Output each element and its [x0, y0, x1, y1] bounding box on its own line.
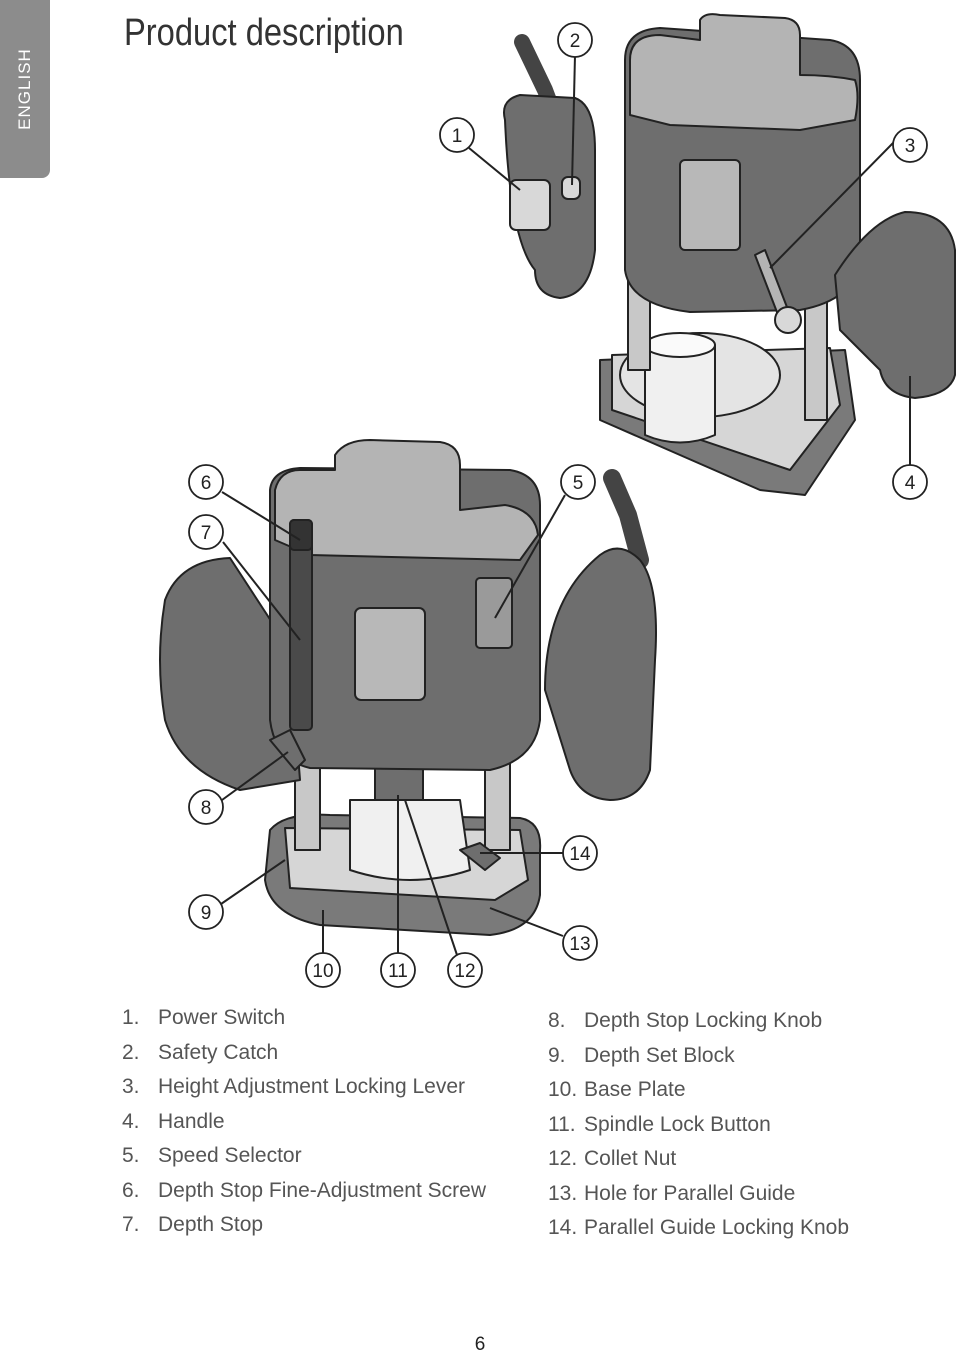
legend-number: 11.	[548, 1112, 576, 1136]
callout-14: 14	[562, 835, 598, 871]
legend-number: 6.	[122, 1178, 140, 1202]
router-top-view	[503, 13, 956, 496]
svg-text:6: 6	[201, 473, 212, 494]
handle-right-bottom	[544, 547, 657, 801]
legend-label: Height Adjustment Locking Lever	[158, 1075, 466, 1098]
legend-label: Depth Stop Fine-Adjustment Screw	[158, 1178, 486, 1202]
legend-label: Depth Stop	[158, 1213, 264, 1236]
legend-number: 3.	[122, 1075, 140, 1098]
svg-text:13: 13	[569, 934, 590, 955]
legend-number: 8.	[548, 1009, 566, 1032]
legend-item: 3. Height Adjustment Locking Lever	[122, 1070, 486, 1105]
legend-item: 1. Power Switch	[122, 1001, 486, 1036]
handle-left-bottom	[159, 557, 301, 791]
safety-catch-shape	[561, 176, 581, 200]
collet-housing-bottom	[349, 799, 471, 881]
svg-text:12: 12	[454, 961, 475, 982]
svg-text:7: 7	[201, 523, 212, 544]
svg-text:14: 14	[569, 844, 591, 865]
callout-8: 8	[188, 789, 224, 825]
legend-item: 11. Spindle Lock Button	[548, 1108, 849, 1143]
svg-text:8: 8	[201, 798, 212, 819]
cylinder-top	[644, 344, 716, 444]
speed-selector-shape	[475, 577, 513, 649]
svg-text:3: 3	[905, 136, 916, 157]
motor-window-top	[679, 159, 741, 251]
svg-text:2: 2	[570, 31, 581, 52]
collet-nut-shape	[374, 764, 424, 801]
callout-markers: 1 2 3 4 5 6 7 8 9 10 11 12 13 14	[188, 22, 928, 988]
legend-label: Parallel Guide Locking Knob	[584, 1216, 850, 1239]
legend-number: 2.	[122, 1040, 140, 1064]
legend-item: 14. Parallel Guide Locking Knob	[548, 1211, 849, 1246]
legend-number: 12.	[548, 1147, 578, 1170]
legend-item: 7. Depth Stop	[122, 1208, 486, 1243]
legend-item: 5. Speed Selector	[122, 1139, 486, 1174]
legend-item: 2. Safety Catch	[122, 1036, 486, 1071]
depth-stop-rod	[289, 519, 313, 731]
power-switch-shape	[509, 179, 551, 231]
legend-label: Hole for Parallel Guide	[584, 1181, 796, 1205]
legend-label: Handle	[158, 1109, 225, 1133]
router-bottom-view	[159, 439, 657, 936]
svg-text:1: 1	[452, 126, 463, 147]
legend-number: 7.	[122, 1213, 140, 1236]
height-lever-knob	[774, 306, 802, 334]
motor-window-bottom	[354, 607, 426, 701]
page-number: 6	[474, 1334, 486, 1355]
svg-text:9: 9	[201, 903, 212, 924]
callout-4: 4	[892, 464, 928, 500]
callout-13: 13	[562, 925, 598, 961]
legend-item: 10. Base Plate	[548, 1073, 849, 1108]
callout-7: 7	[188, 514, 224, 550]
legend-number: 14.	[548, 1216, 578, 1239]
svg-text:10: 10	[312, 961, 333, 982]
legend-item: 4. Handle	[122, 1105, 486, 1140]
legend-label: Spindle Lock Button	[584, 1112, 771, 1136]
parts-legend-left: 1. Power Switch 2. Safety Catch 3. Height A…	[122, 1001, 486, 1243]
column-right-top	[804, 299, 828, 421]
callout-12: 12	[447, 952, 483, 988]
legend-number: 5.	[122, 1144, 140, 1167]
callout-10: 10	[305, 952, 341, 988]
legend-number: 10.	[548, 1078, 578, 1101]
svg-text:4: 4	[905, 473, 916, 494]
legend-label: Depth Set Block	[584, 1043, 735, 1067]
svg-text:5: 5	[573, 473, 584, 494]
svg-text:11: 11	[388, 961, 408, 982]
legend-label: Power Switch	[158, 1006, 286, 1029]
callout-11: 11	[380, 952, 416, 988]
callout-5: 5	[560, 464, 596, 500]
legend-label: Speed Selector	[158, 1144, 302, 1167]
legend-item: 12. Collet Nut	[548, 1142, 849, 1177]
legend-label: Collet Nut	[584, 1147, 677, 1170]
callout-9: 9	[188, 894, 224, 930]
power-cable-bottom	[603, 469, 649, 569]
callout-6: 6	[188, 464, 224, 500]
legend-item: 13.Hole for Parallel Guide	[548, 1177, 849, 1212]
handle-right-top	[834, 211, 956, 399]
callout-2: 2	[557, 22, 593, 58]
callout-3: 3	[892, 127, 928, 163]
legend-number: 13.	[548, 1181, 578, 1205]
legend-item: 9. Depth Set Block	[548, 1039, 849, 1074]
depth-stop-knob	[269, 729, 306, 771]
legend-label: Base Plate	[584, 1078, 686, 1101]
motor-cap-top	[629, 13, 859, 131]
leader-lines	[220, 54, 911, 956]
motor-cap-bottom	[274, 439, 539, 561]
legend-label: Depth Stop Locking Knob	[584, 1009, 823, 1032]
legend-item: 6. Depth Stop Fine-Adjustment Screw	[122, 1174, 486, 1209]
legend-item: 8. Depth Stop Locking Knob	[548, 1004, 849, 1039]
legend-number: 1.	[122, 1006, 140, 1029]
callout-1: 1	[439, 117, 475, 153]
parts-legend-right: 8. Depth Stop Locking Knob 9. Depth Set Bl…	[548, 1004, 849, 1246]
legend-number: 9.	[548, 1043, 566, 1067]
legend-number: 4.	[122, 1109, 140, 1133]
router-illustration: 1 2 3 4 5 6 7 8 9 10 11 12 13 14	[159, 13, 956, 988]
page-title: Product description	[124, 12, 404, 54]
section-tab: ENGLISH	[0, 0, 50, 178]
parallel-guide-knob	[459, 842, 501, 871]
legend-label: Safety Catch	[158, 1040, 279, 1064]
